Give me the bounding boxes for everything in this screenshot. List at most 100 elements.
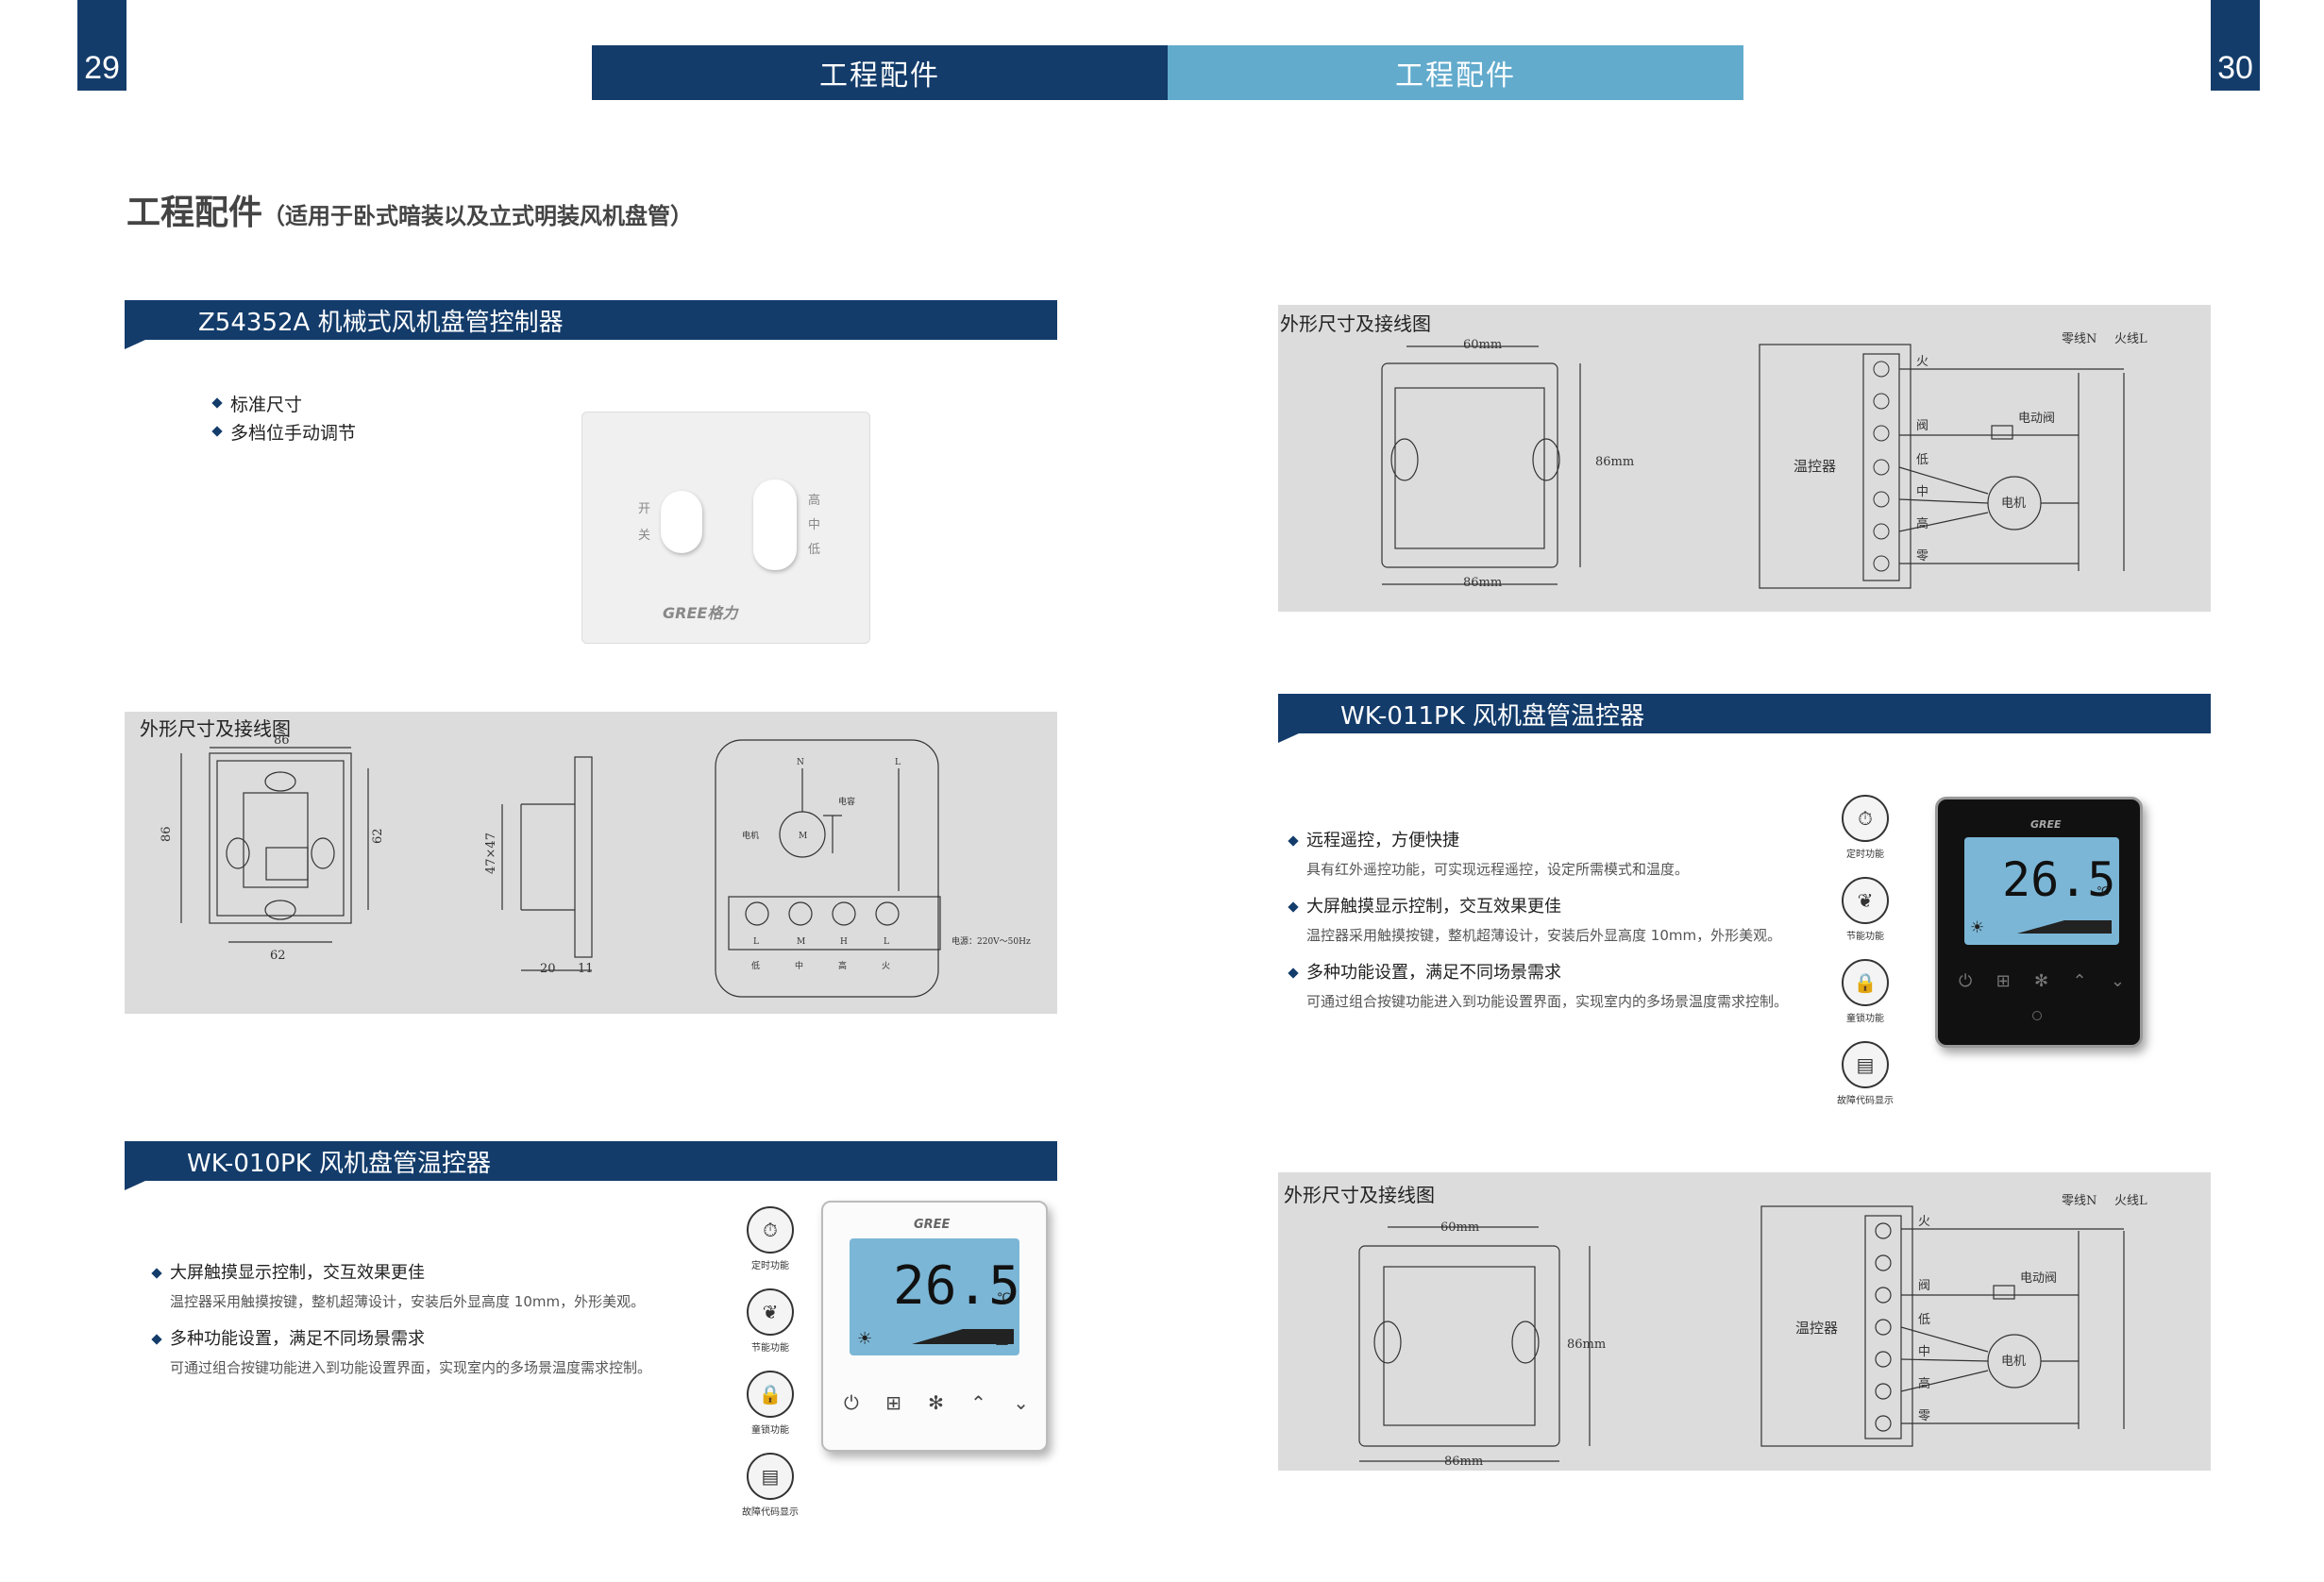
dim-width-bottom: 62 [270,949,286,963]
up-icon[interactable]: ⌃ [970,1391,986,1414]
wire-label-n: N [797,758,804,767]
diagram-label: 外形尺寸及接线图 [140,717,291,740]
touch-buttons: ⏻ ⊞ ✻ ⌃ ⌄ [1959,971,2125,991]
live-label: 火线L [2114,332,2147,346]
timer-icon: ⏱定时功能 [747,1206,794,1271]
ir-receiver-icon [2032,1011,2042,1020]
fan-level-bar [2017,920,2112,934]
motor-label: 电机 [742,830,759,841]
diagram-box-bottom-right: 外形尺寸及接线图 60mm 86mm 86mm 温控器 零线N 火线L 火 阀 [1278,1172,2211,1471]
timer-icon: ⏱定时功能 [1842,795,1889,860]
valve-label: 电动阀 [2018,412,2055,426]
diagram-label: 外形尺寸及接线图 [1284,1184,1435,1206]
term-fire: 火 [1916,355,1928,369]
dim-right: 86mm [1595,455,1634,469]
brand-logo: GREE [2030,818,2062,831]
term-valve: 阀 [1918,1279,1930,1293]
product-image-z54352a: 开关 高中低 GREE格力 [581,412,870,644]
dim-bottom: 86mm [1463,576,1502,590]
term-name-4: 火 [882,961,890,971]
power-switch[interactable] [661,491,702,553]
feature-item: 远程遥控，方便快捷具有红外遥控功能，可实现远程遥控，设定所需模式和温度。 [1288,829,1854,882]
up-icon[interactable]: ⌃ [2072,971,2087,991]
lock-indicator-icon: ▣ [995,1329,1010,1347]
term-4: L [884,937,889,947]
valve-label: 电动阀 [2020,1271,2057,1286]
neutral-label: 零线N [2062,332,2097,346]
function-icons-wk011pk: ⏱定时功能 ❦节能功能 🔒童锁功能 ▤故障代码显示 [1837,795,1894,1123]
dim-mount: 47×47 [484,833,498,874]
term-2: M [797,937,805,947]
diagram-label: 外形尺寸及接线图 [1280,312,1431,335]
lock-indicator-icon: ▣ [2097,918,2111,935]
wire-label-l: L [895,758,901,767]
feature-item: 大屏触摸显示控制，交互效果更佳温控器采用触摸按键，整机超薄设计，安装后外显高度 … [1288,895,1854,948]
page-number-left: 29 [77,0,126,91]
capacitor-label: 电容 [838,796,855,807]
switch-labels-left: 开关 [638,502,651,543]
switch-labels-right: 高中低 [808,494,821,557]
power-icon[interactable]: ⏻ [844,1391,859,1414]
dim-height-right: 62 [371,828,385,844]
product-image-wk011pk: GREE 26.5 ℃ ☀ ▣ ⏻ ⊞ ✻ ⌃ ⌄ [1935,797,2143,1048]
mode-icon[interactable]: ⊞ [885,1391,901,1414]
lcd-screen: 26.5 ℃ ☀ ▣ [850,1238,1020,1355]
down-icon[interactable]: ⌄ [2110,971,2125,991]
mode-icon[interactable]: ⊞ [1996,971,2011,991]
wiring-drawing-bottom-right: 60mm 86mm 86mm 温控器 零线N 火线L 火 阀 低 中 高 零 电… [1358,1194,2147,1469]
dim-depth-b: 11 [578,962,594,976]
controller-label: 温控器 [1794,458,1836,475]
neutral-label: 零线N [2062,1194,2097,1208]
sun-icon: ☀ [1970,918,1985,937]
feature-item: 大屏触摸显示控制，交互效果更佳温控器采用触摸按键，整机超薄设计，安装后外显高度 … [151,1261,717,1314]
lcd-screen: 26.5 ℃ ☀ ▣ [1964,837,2119,945]
temp-unit: ℃ [2097,884,2110,898]
controller-label: 温控器 [1795,1320,1838,1337]
dim-top: 60mm [1463,338,1502,352]
power-icon[interactable]: ⏻ [1959,971,1973,991]
term-name-1: 低 [751,960,760,971]
term-1: L [753,937,759,947]
lock-icon: 🔒童锁功能 [1842,959,1889,1024]
term-valve: 阀 [1916,419,1928,433]
term-mid: 中 [1916,485,1928,499]
term-name-3: 高 [838,960,847,971]
motor-label: 电机 [2001,496,2026,511]
diagram-box-top-right: 外形尺寸及接线图 60mm 86mm 86mm 温控器 零线N 火线L 火 [1278,305,2211,612]
dim-right: 86mm [1567,1338,1606,1352]
fan-icon[interactable]: ✻ [928,1391,944,1414]
leaf-icon: ❦节能功能 [1842,877,1889,942]
dimension-drawing-z54352a: 86 86 62 62 47×47 20 11 N L 电机 电容 M L M … [160,733,1031,998]
section-header-wk011pk: WK-011PK 风机盘管温控器 [1278,694,2211,743]
down-icon[interactable]: ⌄ [1013,1391,1029,1414]
brand-logo: GREE [914,1218,951,1232]
term-zero: 零 [1918,1409,1930,1423]
function-icons-wk010pk: ⏱定时功能 ❦节能功能 🔒童锁功能 ▤故障代码显示 [742,1206,799,1535]
fan-icon[interactable]: ✻ [2034,971,2049,991]
page-number-right: 30 [2211,0,2260,91]
term-mid: 中 [1918,1345,1930,1359]
motor-m: M [799,832,807,841]
section-header-z54352a: Z54352A 机械式风机盘管控制器 [125,300,1057,349]
power-spec: 电源：220V～50Hz [951,935,1031,947]
term-name-2: 中 [795,960,803,971]
dim-top: 60mm [1440,1220,1479,1235]
feature-list-wk011pk: 远程遥控，方便快捷具有红外遥控功能，可实现远程遥控，设定所需模式和温度。 大屏触… [1288,829,1854,1027]
fan-level-bar [912,1329,1014,1344]
term-fire: 火 [1918,1215,1930,1229]
term-3: H [840,937,848,947]
fan-speed-switch[interactable] [753,480,797,570]
leaf-icon: ❦节能功能 [747,1288,794,1354]
page-title: 工程配件（适用于卧式暗装以及立式明装风机盘管） [126,194,694,232]
header-bar-left: 工程配件 [592,45,1168,100]
feature-item: 多种功能设置，满足不同场景需求可通过组合按键功能进入到功能设置界面，实现室内的多… [151,1327,717,1380]
feature-item: 多种功能设置，满足不同场景需求可通过组合按键功能进入到功能设置界面，实现室内的多… [1288,961,1854,1014]
dim-depth-a: 20 [540,962,556,976]
dim-height-left: 86 [160,826,174,842]
product-image-wk010pk: GREE 26.5 ℃ ☀ ▣ ⏻ ⊞ ✻ ⌃ ⌄ [821,1201,1048,1452]
term-zero: 零 [1916,549,1928,564]
feature-item: 多档位手动调节 [211,419,356,447]
header-bar-right: 工程配件 [1168,45,1743,100]
brand-logo: GREE格力 [663,604,738,622]
fault-code-icon: ▤故障代码显示 [742,1453,799,1518]
